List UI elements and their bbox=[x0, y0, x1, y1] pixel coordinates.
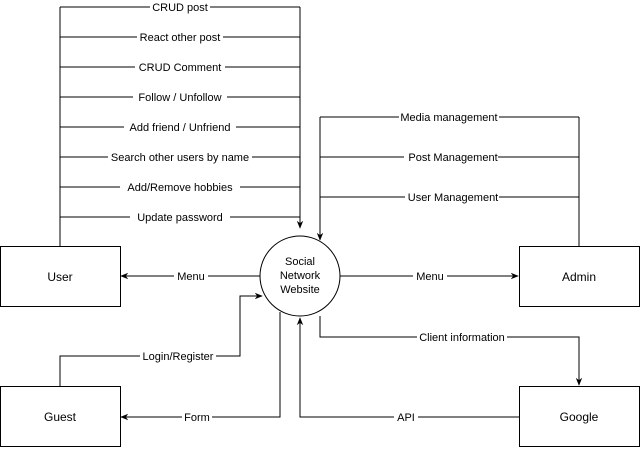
entity-user: User bbox=[0, 246, 121, 307]
svg-text:API: API bbox=[397, 412, 415, 424]
svg-text:User Management: User Management bbox=[408, 192, 499, 204]
label-media-management: Media management bbox=[399, 111, 499, 124]
entity-google: Google bbox=[519, 386, 640, 447]
process-label-line3: Website bbox=[280, 284, 320, 296]
label-client-information: Client information bbox=[417, 331, 507, 344]
label-api: API bbox=[394, 411, 418, 424]
label-menu-user: Menu bbox=[174, 270, 208, 283]
svg-text:Login/Register: Login/Register bbox=[143, 351, 214, 363]
svg-text:CRUD Comment: CRUD Comment bbox=[139, 62, 222, 74]
process-label-line2: Network bbox=[280, 270, 321, 282]
svg-text:Menu: Menu bbox=[177, 271, 205, 283]
svg-text:React other post: React other post bbox=[140, 32, 221, 44]
entity-guest: Guest bbox=[0, 386, 121, 447]
svg-text:Add friend / Unfriend: Add friend / Unfriend bbox=[130, 122, 231, 134]
entity-google-label: Google bbox=[560, 410, 599, 424]
label-hobbies: Add/Remove hobbies bbox=[120, 181, 240, 194]
label-follow-unfollow: Follow / Unfollow bbox=[133, 91, 227, 104]
entity-guest-label: Guest bbox=[44, 410, 77, 424]
label-update-password: Update password bbox=[130, 211, 230, 224]
label-crud-post: CRUD post bbox=[150, 1, 210, 14]
entity-admin-label: Admin bbox=[562, 270, 596, 284]
svg-text:Add/Remove hobbies: Add/Remove hobbies bbox=[127, 182, 233, 194]
label-form: Form bbox=[182, 411, 212, 424]
label-menu-admin: Menu bbox=[413, 270, 447, 283]
label-crud-comment: CRUD Comment bbox=[135, 61, 225, 74]
svg-text:Update password: Update password bbox=[137, 212, 223, 224]
label-add-friend: Add friend / Unfriend bbox=[124, 121, 236, 134]
svg-text:Form: Form bbox=[184, 412, 210, 424]
admin-to-website-flows bbox=[316, 116, 580, 246]
label-post-management: Post Management bbox=[404, 151, 498, 164]
process-label-line1: Social bbox=[285, 256, 315, 268]
svg-text:Client information: Client information bbox=[419, 332, 505, 344]
entity-user-label: User bbox=[47, 270, 72, 284]
label-react-other-post: React other post bbox=[137, 31, 223, 44]
label-search-users: Search other users by name bbox=[108, 151, 252, 164]
svg-text:Follow / Unfollow: Follow / Unfollow bbox=[138, 92, 221, 104]
svg-text:Search other users by name: Search other users by name bbox=[111, 152, 249, 164]
svg-text:Menu: Menu bbox=[416, 271, 444, 283]
label-user-management: User Management bbox=[405, 191, 499, 204]
entity-admin: Admin bbox=[519, 246, 640, 307]
form-arrow bbox=[120, 312, 281, 421]
api-arrow bbox=[296, 317, 519, 418]
client-information-arrow bbox=[319, 316, 583, 386]
login-register-arrow bbox=[59, 292, 263, 386]
label-login-register: Login/Register bbox=[140, 350, 216, 363]
process-social-network-website: Social Network Website bbox=[259, 235, 341, 317]
svg-text:Post Management: Post Management bbox=[408, 152, 497, 164]
svg-text:Media management: Media management bbox=[400, 112, 497, 124]
svg-text:CRUD post: CRUD post bbox=[152, 2, 208, 14]
